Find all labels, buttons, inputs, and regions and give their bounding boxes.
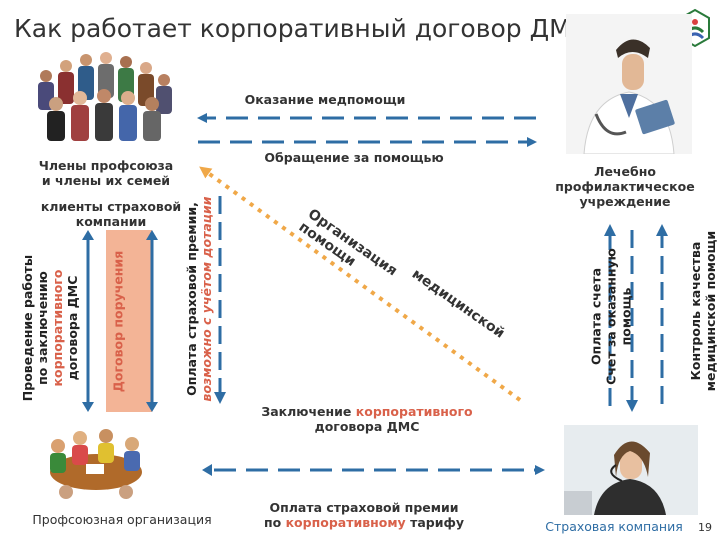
union-meeting-image: [36, 420, 156, 502]
call-center-image: [564, 425, 698, 515]
vertical-assignment-arrow: [146, 230, 158, 412]
vertical-invoice-down-arrow: [626, 230, 638, 412]
vertical-invoice-label: Оплата счета Счет за оказанную помощь: [588, 248, 634, 385]
members-label: Члены профсоюза и члены их семей: [38, 158, 174, 188]
conclusion-label: Заключение корпоративного договора ДМС: [261, 404, 473, 434]
clients-label: клиенты страховой компании: [40, 199, 182, 229]
organization-diagonal-arrow: [199, 166, 522, 402]
page-title: Как работает корпоративный договор ДМС?: [14, 14, 602, 43]
vertical-quality-label: Контроль качества медицинской помощи: [688, 230, 718, 392]
crowd-image: [28, 46, 178, 150]
insurance-company-label: Страховая компания: [545, 519, 683, 534]
vertical-premium-label: Оплата страховой премии, возможно с учёт…: [184, 196, 214, 402]
assignment-band: [106, 230, 152, 412]
doctor-image: [566, 14, 692, 155]
vertical-work-label: Проведение работы по заключению корпорат…: [20, 254, 80, 402]
vertical-work-arrow: [82, 230, 94, 412]
vertical-assignment-label: Договор поручения: [110, 250, 126, 393]
vertical-quality-arrow: [656, 224, 668, 406]
medical-help-label: Оказание медпомощи: [244, 92, 406, 107]
clinic-label: Лечебно профилактическое учреждение: [555, 164, 695, 209]
request-help-label: Обращение за помощью: [264, 150, 444, 165]
premium-label: Оплата страховой премии по корпоративном…: [263, 500, 465, 530]
vertical-premium-arrow: [214, 196, 226, 404]
page-number: 19: [698, 521, 712, 534]
contract-arrow: [202, 464, 545, 476]
vertical-invoice-arrow: [604, 224, 616, 406]
union-org-label: Профсоюзная организация: [32, 512, 212, 527]
